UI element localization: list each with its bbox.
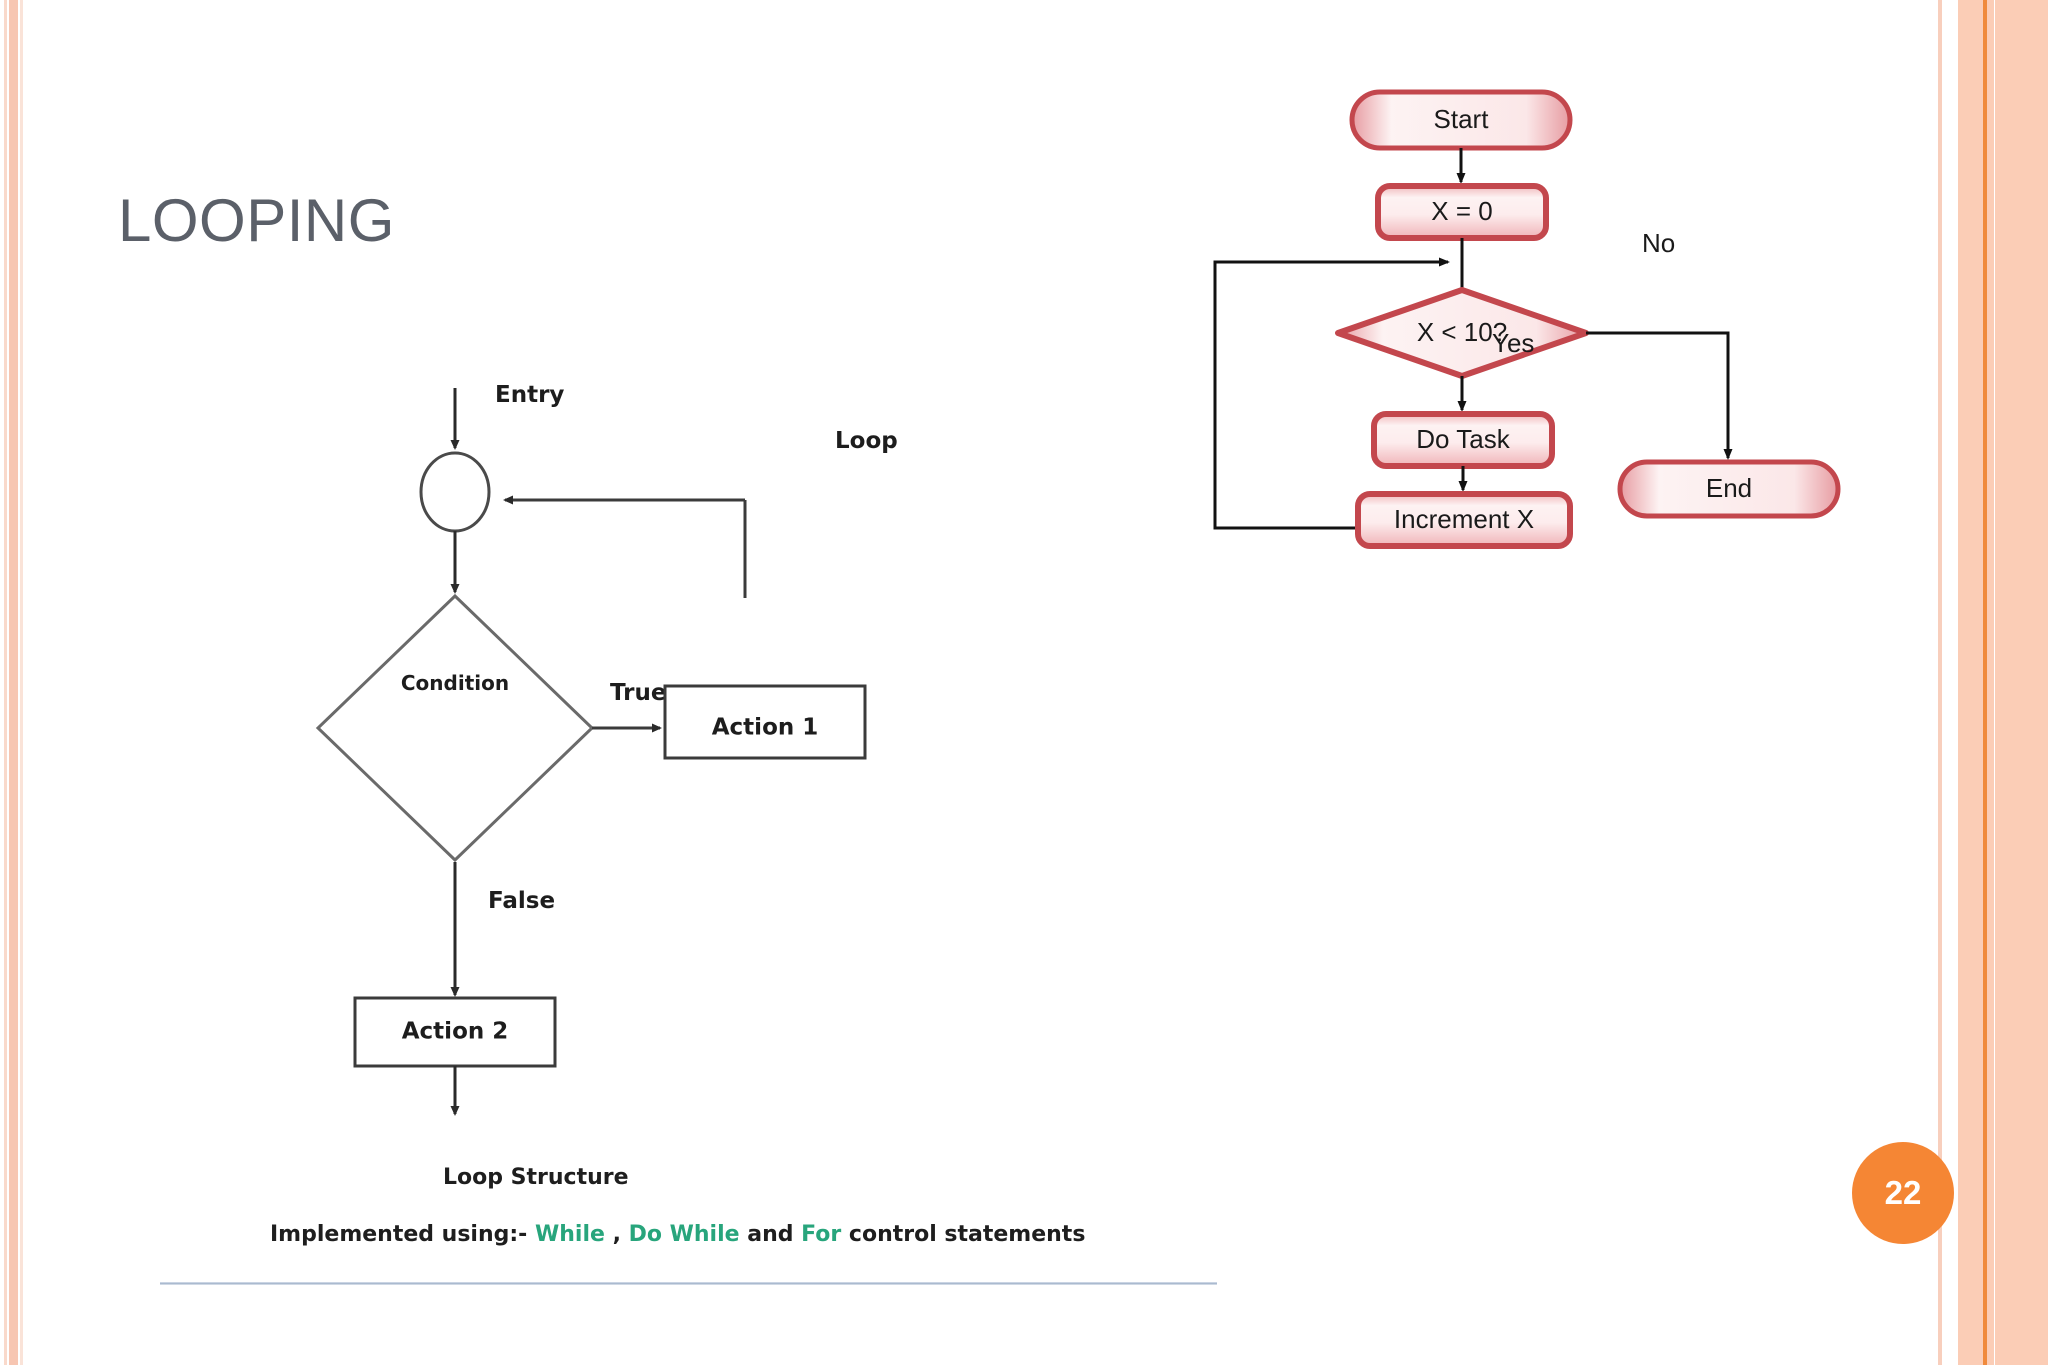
true-label: True [610,680,666,706]
task-label: Do Task [1416,424,1510,454]
loop-back-path [1213,257,1462,530]
condition-diamond [315,593,595,863]
loop-structure-caption: Loop Structure [443,1165,629,1190]
caption-suffix: control statements [841,1222,1086,1247]
caption-sep-1: , [604,1222,629,1247]
loop-structure-diagram: Entry Loop Condition True Action 1 False [240,370,1200,1210]
increment-node [1355,491,1573,549]
no-branch-label: No [1642,228,1675,258]
no-branch-path [1586,331,1733,460]
page-title: LOOPING [118,187,395,254]
bottom-divider [160,1282,1217,1285]
false-label: False [488,888,555,914]
caption-sep-2: and [739,1222,802,1247]
keyword-do-while: Do While [628,1222,740,1247]
caption-prefix: Implemented using:- [270,1222,535,1247]
keyword-while: While [534,1222,605,1247]
right-border-accent-line [1983,0,1987,1365]
entry-label: Entry [495,382,564,408]
action-2-box [353,996,557,1068]
keyword-for: For [801,1222,842,1247]
action-1-box [663,684,867,760]
action-1-label: Action 1 [712,715,819,741]
right-border-band-left [1958,0,1994,1365]
increment-label: Increment X [1394,504,1534,534]
start-label: Start [1434,104,1490,134]
loop-label: Loop [835,428,898,454]
end-label: End [1706,473,1752,503]
while-loop-flowchart: Start X = 0 X < 10? No Yes Do Task [1210,80,1950,610]
left-border-stripe-outer [4,0,7,1365]
action-2-label: Action 2 [402,1019,509,1045]
init-label: X = 0 [1431,196,1492,226]
condition-label: Condition [401,671,509,695]
decision-label: X < 10? [1417,317,1507,347]
left-border-stripe-main [9,0,18,1365]
end-node [1617,459,1841,519]
loop-junction-circle [419,451,491,533]
right-border-stripe-thin [1938,0,1942,1365]
right-border-band-right [1995,0,2048,1365]
page-number-badge: 22 [1852,1142,1954,1244]
implemented-using-caption: Implemented using:- While , Do While and… [270,1222,1085,1247]
yes-branch-label: Yes [1492,328,1534,358]
left-border-stripe-inner [20,0,23,1365]
